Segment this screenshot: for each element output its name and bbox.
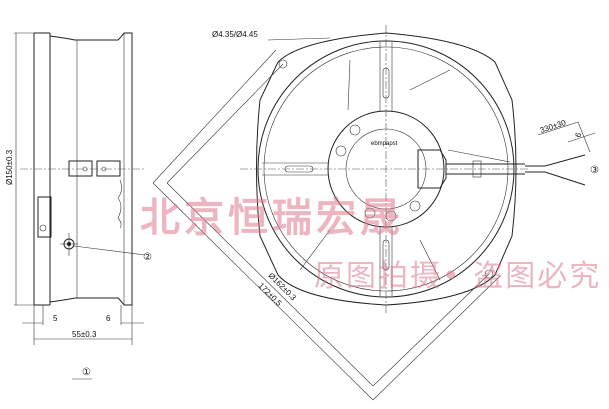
lead-length-label: 330±30: [539, 118, 568, 135]
callout-3: ③: [590, 165, 599, 176]
brand-label: ebmpapst: [371, 141, 398, 147]
dim-left-label: 5: [53, 314, 58, 323]
diameter-label: Ø150±0.3: [5, 149, 14, 185]
callout-1: ①: [82, 367, 91, 378]
callout-2: ②: [143, 252, 152, 263]
strip-label: 6: [573, 131, 583, 139]
dim-right-label: 6: [106, 314, 111, 323]
front-view: [152, 25, 596, 401]
watermark-line1: 北京恒瑞宏晟: [140, 195, 404, 241]
width-label: 55±0.3: [72, 330, 97, 339]
hole-label: Ø4.35/Ø4.45: [212, 30, 258, 39]
watermark-line2: 原图拍摄• 盗图必究: [314, 259, 602, 294]
side-view: [14, 32, 146, 380]
